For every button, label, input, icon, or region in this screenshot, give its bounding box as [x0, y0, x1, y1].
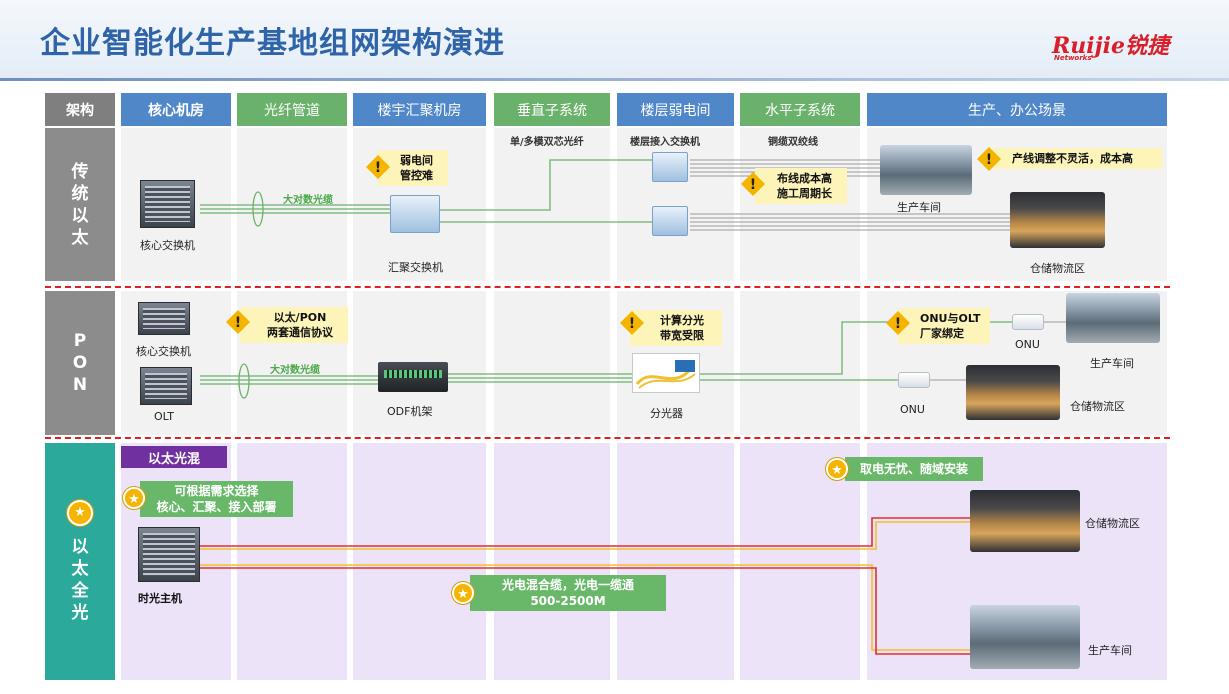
note-hybrid-cable: 光电混合缆，光电一缆通 500-2500M [470, 575, 666, 611]
logo-brand: Ruijie锐捷 [1052, 33, 1169, 59]
header-bar [0, 0, 1229, 80]
header-fiber-pipe: 光纤管道 [237, 93, 347, 126]
agg-switch-label: 汇聚交换机 [388, 261, 443, 274]
pon-big-fiber-label: 大对数光缆 [270, 365, 320, 376]
splitter-device [632, 353, 700, 393]
row-divider [45, 437, 1170, 439]
workshop-label: 生产车间 [897, 201, 941, 214]
warning-line-adjust: 产线调整不灵活，成本高 [990, 148, 1162, 169]
host-device [138, 527, 200, 582]
col-bg [353, 443, 486, 680]
core-switch-label: 核心交换机 [140, 239, 195, 252]
onu-label-1: ONU [1015, 338, 1040, 351]
allopt-workshop-photo [970, 605, 1080, 669]
header-vertical: 垂直子系统 [494, 93, 610, 126]
pon-core-switch-device [138, 302, 190, 335]
warning-icon: ! [366, 155, 390, 179]
warning-cabling-cost: 布线成本高 施工周期长 [755, 168, 847, 204]
col-bg [494, 443, 610, 680]
floor-switch-2 [652, 206, 688, 236]
big-fiber-label: 大对数光缆 [283, 195, 333, 206]
col-bg [494, 128, 610, 281]
workshop-photo [880, 145, 972, 195]
warning-icon: ! [226, 310, 250, 334]
star-icon: ★ [452, 582, 474, 604]
warning-split-bandwidth: 计算分光 带宽受限 [630, 310, 722, 346]
header-horizontal: 水平子系统 [740, 93, 860, 126]
svg-text:!: ! [986, 152, 992, 168]
pon-warehouse-photo [966, 365, 1060, 420]
warning-vendor-lock: ONU与OLT 厂家绑定 [898, 308, 990, 344]
svg-text:!: ! [895, 316, 901, 332]
col-bg [740, 291, 860, 435]
row-label-allopt: ★ 以 太 全 光 [45, 443, 115, 680]
row-label-allopt-text: 以 太 全 光 [71, 536, 89, 623]
core-switch-device [140, 180, 195, 228]
header-floor-room: 楼层弱电间 [617, 93, 734, 126]
vertical-subheader: 单/多模双芯光纤 [510, 137, 584, 148]
star-icon: ★ [123, 487, 145, 509]
odf-rack-device [378, 362, 448, 392]
pon-core-switch-label: 核心交换机 [136, 345, 191, 358]
row-label-pon: P O N [45, 291, 115, 435]
svg-text:!: ! [375, 160, 381, 176]
onu-label-2: ONU [900, 403, 925, 416]
note-deploy: 可根据需求选择 核心、汇聚、接入部署 [140, 481, 293, 517]
olt-label: OLT [154, 410, 174, 423]
floor-subheader: 楼层接入交换机 [630, 137, 700, 148]
star-icon: ★ [826, 458, 848, 480]
allopt-warehouse-label: 仓储物流区 [1085, 517, 1140, 530]
svg-text:!: ! [750, 177, 756, 193]
warning-icon: ! [620, 311, 644, 335]
pon-warehouse-label: 仓储物流区 [1070, 400, 1125, 413]
warehouse-photo [1010, 192, 1105, 248]
warning-two-protocols: 以太/PON 两套通信协议 [240, 307, 348, 343]
agg-switch-device [390, 195, 440, 233]
onu-device-2 [898, 372, 930, 388]
note-power: 取电无忧、随域安装 [845, 457, 983, 481]
horizontal-subheader: 铜缆双绞线 [768, 137, 818, 148]
warning-weak-room: 弱电间 管控难 [378, 150, 448, 186]
star-icon: ★ [67, 499, 93, 526]
olt-device [140, 367, 192, 405]
ruijie-logo: Ruijie锐捷 Networks [1052, 28, 1192, 64]
onu-device-1 [1012, 314, 1044, 330]
pon-workshop-photo [1066, 293, 1160, 343]
splitter-label: 分光器 [650, 407, 683, 420]
logo-sub: Networks [1054, 54, 1092, 62]
header-arch: 架构 [45, 93, 115, 126]
floor-switch-1 [652, 152, 688, 182]
col-bg [740, 443, 860, 680]
header-scenarios: 生产、办公场景 [867, 93, 1167, 126]
svg-text:!: ! [629, 316, 635, 332]
warning-icon: ! [886, 311, 910, 335]
allopt-workshop-label: 生产车间 [1088, 644, 1132, 657]
svg-text:!: ! [235, 315, 241, 331]
col-bg [494, 291, 610, 435]
col-bg [740, 128, 860, 281]
header-divider [0, 78, 1229, 81]
warning-icon: ! [741, 172, 765, 196]
odf-label: ODF机架 [387, 405, 433, 418]
pon-workshop-label: 生产车间 [1090, 357, 1134, 370]
row-divider [45, 286, 1170, 288]
host-label: 时光主机 [138, 592, 182, 605]
allopt-warehouse-photo [970, 490, 1080, 552]
splitter-fiber-icon [635, 360, 696, 389]
warehouse-label: 仓储物流区 [1030, 262, 1085, 275]
col-bg [617, 443, 734, 680]
header-building-agg: 楼宇汇聚机房 [353, 93, 486, 126]
page-title: 企业智能化生产基地组网架构演进 [40, 26, 505, 61]
row-label-traditional: 传 统 以 太 [45, 128, 115, 281]
hybrid-tag: 以太光混 [121, 446, 227, 468]
warning-icon: ! [977, 147, 1001, 171]
header-core-room: 核心机房 [121, 93, 231, 126]
